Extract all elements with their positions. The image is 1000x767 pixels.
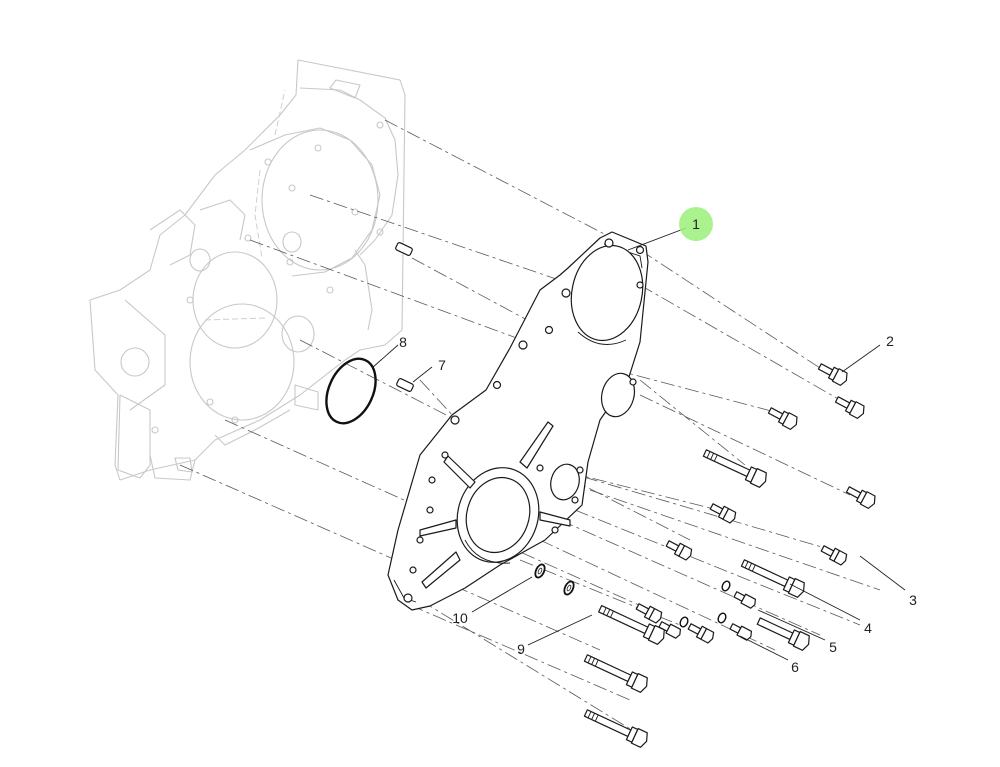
dowel-pin (396, 378, 414, 392)
callout-8[interactable]: 8 (399, 334, 407, 350)
front-cover-plate (387, 231, 649, 611)
callout-3[interactable]: 3 (909, 592, 917, 608)
callout-1[interactable]: 1 (692, 216, 700, 232)
bolts-short (635, 363, 876, 644)
o-ring (325, 357, 377, 425)
dowel-pin-upper (395, 242, 413, 256)
leader-lines (371, 227, 906, 661)
callout-7[interactable]: 7 (438, 357, 446, 373)
callout-10[interactable]: 10 (452, 610, 468, 626)
engine-block-ghost (89, 59, 406, 481)
callout-6[interactable]: 6 (791, 659, 799, 675)
callout-2[interactable]: 2 (886, 333, 894, 349)
callout-5[interactable]: 5 (829, 639, 837, 655)
callout-9[interactable]: 9 (517, 641, 525, 657)
callouts: 1 2 3 4 5 6 7 8 9 10 (399, 207, 917, 675)
alignment-lines (179, 119, 881, 736)
bolts-long (583, 449, 810, 748)
callout-1-highlight (679, 207, 713, 241)
washers (534, 563, 731, 628)
callout-4[interactable]: 4 (864, 620, 872, 636)
